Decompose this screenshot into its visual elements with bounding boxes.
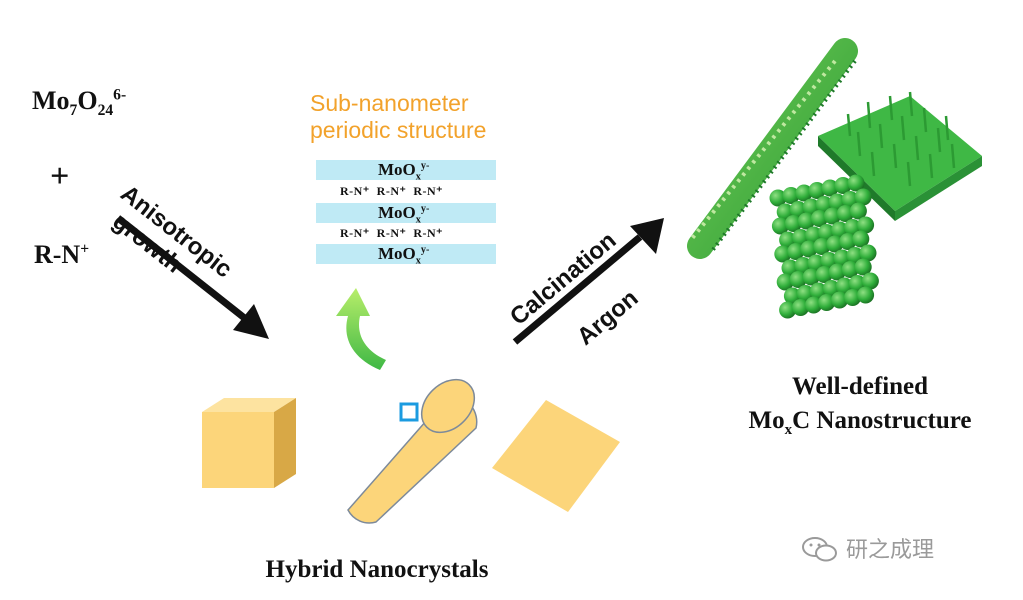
- hybrid-nanocrystals: [202, 378, 620, 524]
- nanoparticle: [795, 184, 813, 202]
- nanoparticle: [849, 202, 867, 220]
- moxc-caption: Well-defined MoxC Nanostructure: [748, 373, 972, 438]
- spiky-nanowire: [687, 38, 858, 259]
- nanoparticle: [859, 244, 877, 262]
- nanoparticle: [805, 296, 823, 314]
- nanoparticle: [823, 207, 841, 225]
- zoom-curved-arrow: [336, 288, 386, 370]
- nanoparticle: [771, 217, 789, 235]
- moox-layer-2: [316, 203, 496, 223]
- wechat-icon: [802, 537, 837, 562]
- moox-label-1: MoOxy-: [378, 160, 430, 183]
- nanoparticle: [839, 233, 857, 250]
- structure-title: Sub-nanometer periodic structure: [310, 90, 487, 143]
- nanoparticle: [789, 271, 807, 288]
- moox-layer-3: [316, 244, 496, 264]
- nanoparticle: [836, 205, 854, 222]
- calcination-arrow: [512, 218, 664, 345]
- nanoparticle: [861, 272, 879, 290]
- nanoparticle: [797, 212, 815, 230]
- nanoparticle: [776, 273, 794, 291]
- nanoparticle: [784, 215, 802, 232]
- moox-layer-1: [316, 160, 496, 180]
- nanoparticle: [847, 174, 865, 192]
- nanoparticle: [769, 189, 787, 207]
- nanoparticle: [818, 294, 836, 311]
- nanoparticle: [831, 291, 849, 309]
- nanoparticle: [857, 216, 875, 234]
- moox-label-2: MoOxy-: [378, 203, 430, 226]
- moxc-nanostructures: [687, 38, 982, 319]
- nanoparticle: [821, 179, 839, 197]
- nanoparticle: [813, 238, 831, 255]
- ammonium-formula: R-N+: [34, 240, 90, 269]
- nanoparticle: [800, 240, 818, 258]
- nanoparticle: [844, 289, 862, 306]
- nanoparticle: [782, 187, 800, 204]
- nanoparticle: [826, 235, 844, 253]
- plus-sign: +: [50, 158, 70, 195]
- molybdate-formula: Mo7O246-: [32, 86, 127, 120]
- spherical-nanoparticle-cluster: [769, 174, 879, 319]
- nanoparticle: [852, 230, 870, 248]
- nanoparticle: [857, 286, 875, 304]
- layered-structure: MoOxy- MoOxy- MoOxy- R-N⁺ R-N⁺ R-N⁺ R-N⁺…: [316, 160, 496, 267]
- nanoplate: [492, 400, 620, 512]
- nanoparticle: [808, 182, 826, 199]
- nanoparticle: [792, 299, 810, 316]
- nanoparticle: [834, 177, 852, 194]
- nanoparticle: [802, 268, 820, 286]
- nanoparticle: [787, 243, 805, 260]
- nanoparticle: [828, 263, 846, 281]
- hybrid-caption: Hybrid Nanocrystals: [265, 556, 489, 583]
- nanoparticle: [841, 261, 859, 278]
- nanoparticle: [774, 245, 792, 263]
- nanoparticle: [779, 301, 797, 319]
- nanoparticle: [854, 188, 872, 206]
- ammonium-row-1: R-N⁺ R-N⁺ R-N⁺: [340, 184, 443, 198]
- nanoparticle: [854, 258, 872, 276]
- ammonium-row-2: R-N⁺ R-N⁺ R-N⁺: [340, 226, 443, 240]
- moox-label-3: MoOxy-: [378, 244, 430, 267]
- nanocube: [202, 398, 296, 488]
- nanoparticle: [815, 266, 833, 283]
- nanorod: [347, 378, 478, 524]
- anisotropic-arrow: [115, 215, 269, 339]
- nanoparticle: [810, 210, 828, 227]
